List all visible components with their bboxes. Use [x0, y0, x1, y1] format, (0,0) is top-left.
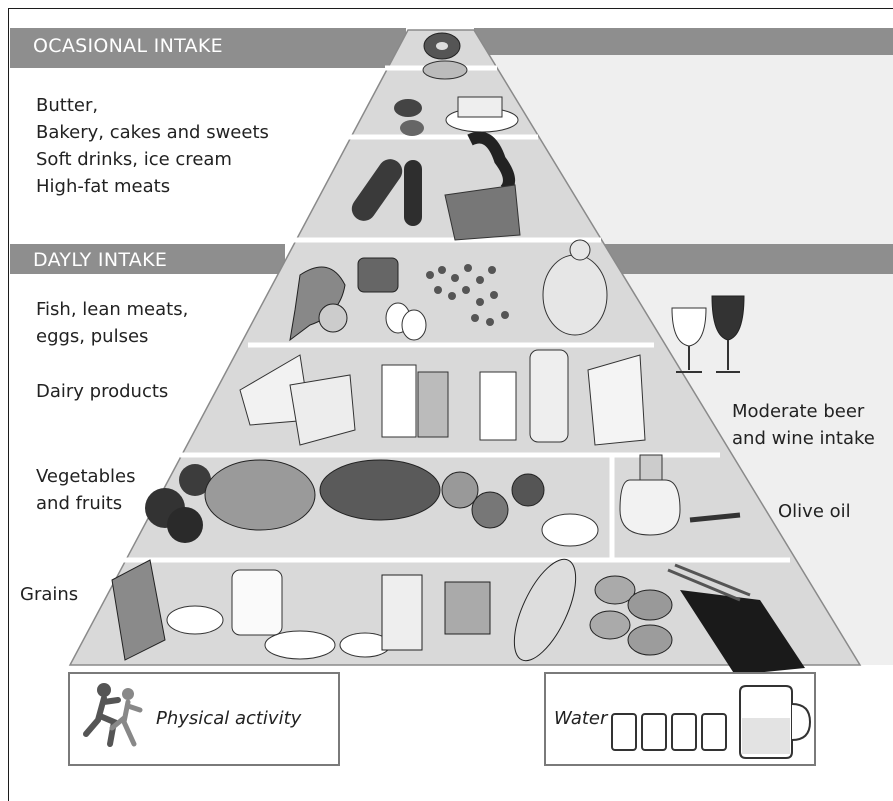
- water-box: Water: [544, 672, 816, 766]
- milk-icon: [381, 349, 646, 446]
- sausage-icon: [351, 131, 521, 241]
- olive-oil-icon: [619, 454, 741, 536]
- beans-icon: [426, 264, 509, 326]
- runner-icon: [83, 683, 143, 747]
- occasional-header-bar-right: [474, 28, 893, 55]
- occasional-header-bar: [10, 28, 406, 68]
- daily-header-bar-right: [595, 244, 893, 274]
- cheese-icon: [239, 354, 356, 446]
- bread-icon: [381, 558, 577, 662]
- wine-glass-icon: [671, 295, 745, 373]
- fruits-icon: [441, 471, 599, 547]
- physical-activity-box: Physical activity: [68, 672, 340, 766]
- potato-icon: [589, 575, 673, 656]
- cereal-box-icon: [111, 559, 391, 661]
- candy-icon: [394, 99, 424, 136]
- occasional-intake-header: OCASIONAL INTAKE: [33, 35, 223, 57]
- eggs-icon: [357, 257, 427, 341]
- chicken-icon: [542, 239, 608, 336]
- water-glass-icon: [611, 685, 812, 759]
- daily-header-bar: [10, 244, 285, 274]
- protein-label: Fish, lean meats, eggs, pulses: [36, 299, 189, 347]
- olive-oil-label: Olive oil: [778, 501, 851, 522]
- beer-wine-label: Moderate beer and wine intake: [732, 401, 875, 449]
- daily-intake-header: DAYLY INTAKE: [33, 249, 168, 271]
- figure-frame: [8, 8, 893, 801]
- water-label: Water: [554, 708, 608, 729]
- pasta-icon: [667, 563, 805, 675]
- occasional-items-label: Butter, Bakery, cakes and sweets Soft dr…: [36, 95, 269, 197]
- fish-icon: [289, 266, 348, 342]
- vegetables-fruits-label: Vegetables and fruits: [36, 466, 136, 514]
- physical-activity-label: Physical activity: [156, 708, 302, 729]
- vegetables-icon: [145, 459, 441, 543]
- grains-label: Grains: [20, 584, 79, 605]
- dairy-label: Dairy products: [36, 381, 169, 402]
- donut-icon: [422, 32, 468, 80]
